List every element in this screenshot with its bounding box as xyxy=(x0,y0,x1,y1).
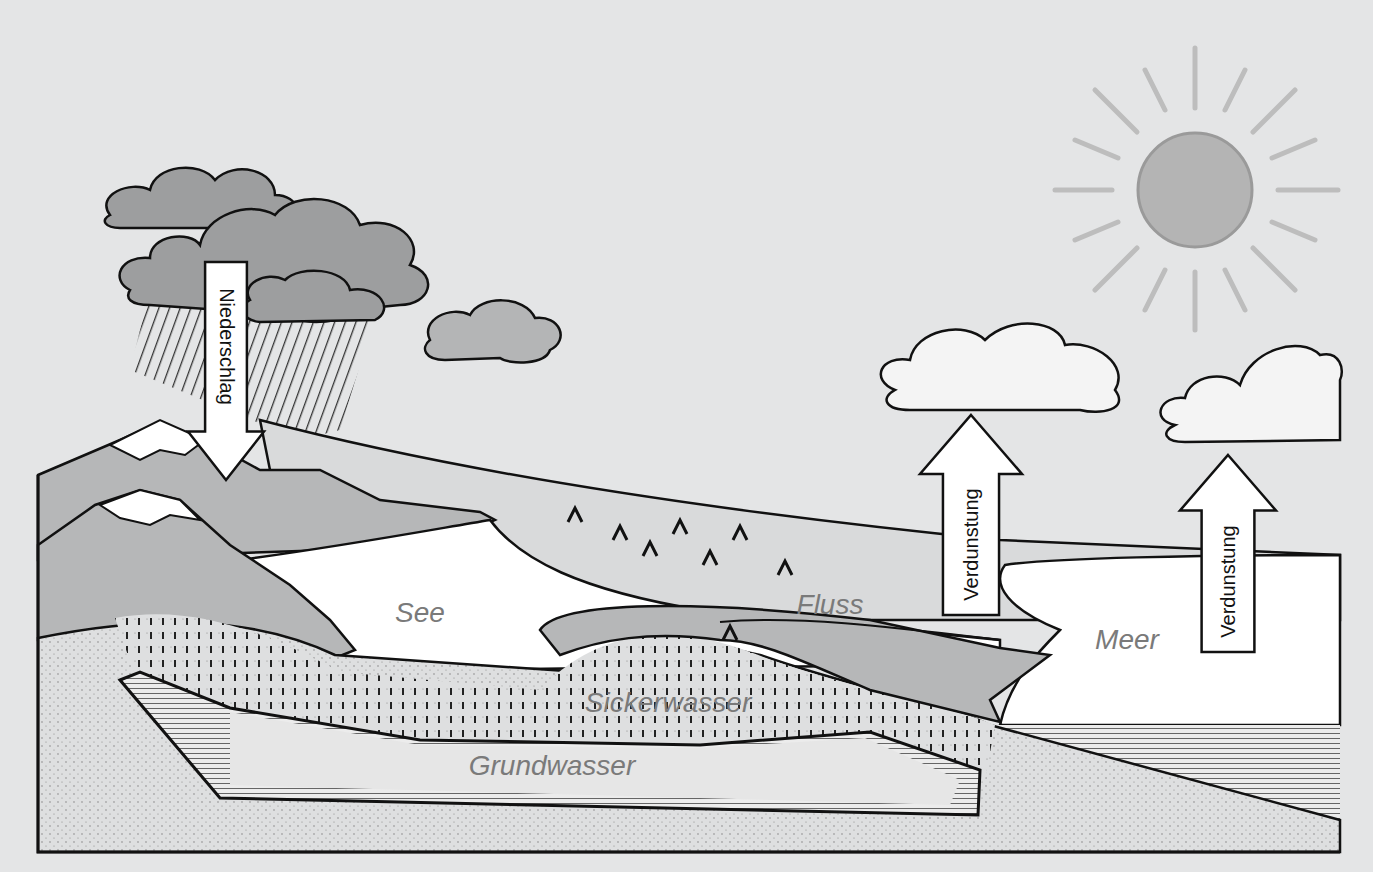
arrow-outline xyxy=(1180,455,1276,652)
small-cloud xyxy=(425,300,561,362)
region-label: See xyxy=(395,597,445,629)
snow-cap xyxy=(100,490,200,525)
arrow-outline xyxy=(188,262,264,480)
rain-cloud xyxy=(105,168,428,322)
arrow-label: Niederschlag xyxy=(214,288,237,405)
groundwater xyxy=(120,672,980,815)
tree-marks xyxy=(568,508,792,640)
river-bank xyxy=(540,606,1050,722)
sun xyxy=(1055,48,1338,330)
arrow-label: Verdunstung xyxy=(1217,525,1240,637)
sea xyxy=(1000,555,1340,725)
process-arrow: Verdunstung xyxy=(1180,455,1276,652)
region-label: Grundwasser xyxy=(469,750,636,782)
arrow-outline xyxy=(920,415,1022,615)
region-label: Meer xyxy=(1095,624,1159,656)
process-arrow: Verdunstung xyxy=(920,415,1022,615)
arrow-label: Verdunstung xyxy=(960,488,983,600)
snow-cap xyxy=(110,420,205,460)
frame xyxy=(38,475,1340,852)
process-arrow: Niederschlag xyxy=(188,262,264,480)
groundwater-core xyxy=(230,712,960,805)
region-label: Fluss xyxy=(797,589,864,621)
white-cloud xyxy=(881,324,1342,442)
river-line xyxy=(720,620,1000,640)
region-label: Sickerwasser xyxy=(585,687,751,719)
